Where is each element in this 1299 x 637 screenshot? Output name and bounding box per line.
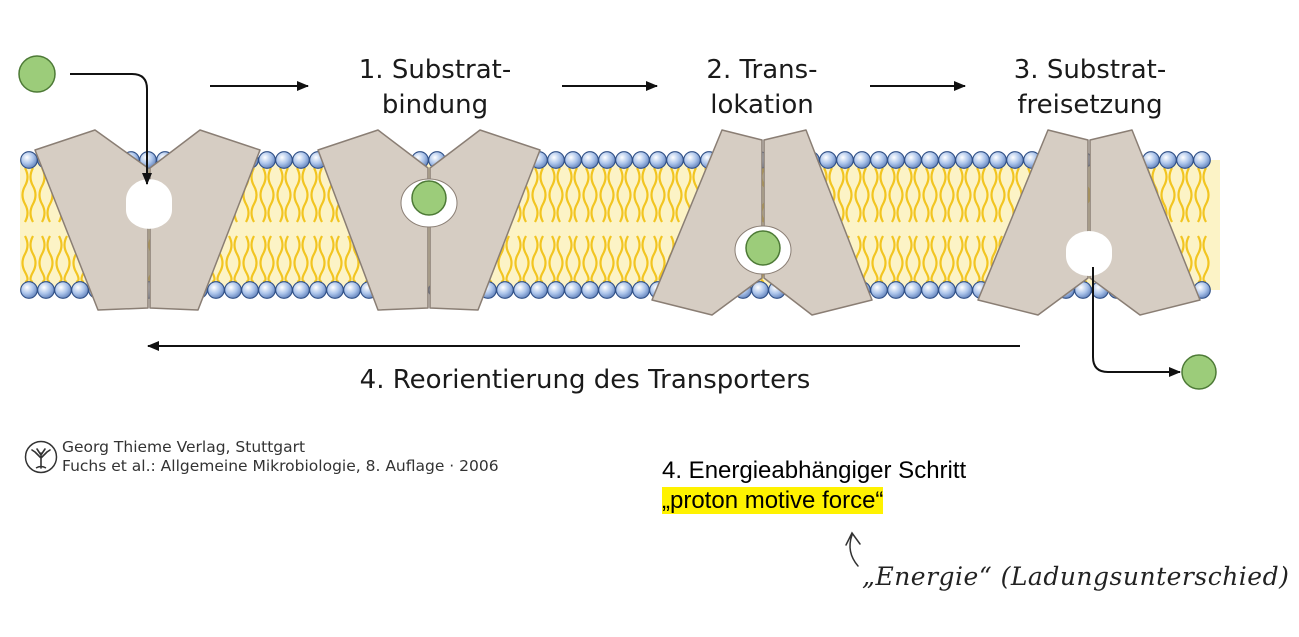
step1-label-line2: bindung (382, 90, 488, 120)
step2-label-line2: lokation (710, 90, 813, 120)
transporter-2-right-half (429, 129, 541, 311)
annotation-note: 4. Energieabhängiger Schritt „proton mot… (662, 456, 966, 516)
substrate-released (1181, 354, 1217, 390)
credit-publisher: Georg Thieme Verlag, Stuttgart (62, 438, 306, 456)
step2-label-line1: 2. Trans- (706, 55, 817, 85)
transporter-1 (34, 129, 261, 311)
handwritten-arrow (845, 531, 861, 567)
step3-label-line1: 3. Substrat- (1014, 55, 1167, 85)
transporter-4-left-half (977, 129, 1089, 316)
note-highlight: „proton motive force“ (662, 487, 884, 514)
credit-citation: Fuchs et al.: Allgemeine Mikrobiologie, … (62, 457, 499, 475)
transporter-1-binding-pocket (126, 179, 172, 229)
transporter-4 (977, 129, 1201, 316)
substrate-bound (411, 180, 447, 216)
transporter-3 (651, 129, 873, 316)
arrow-substrate-entry (70, 73, 152, 185)
substrate-outside (18, 55, 56, 93)
step3-label-line2: freisetzung (1017, 90, 1162, 120)
step4-label: 4. Reorientierung des Transporters (360, 365, 811, 395)
publisher-credit: Georg Thieme Verlag, Stuttgart Fuchs et … (62, 438, 499, 476)
transporter-1-right-half (149, 129, 261, 311)
transporter-3-right-half (763, 129, 873, 316)
transporter-4-binding-pocket (1066, 231, 1112, 276)
transporter-1-left-half (34, 129, 149, 311)
note-heading: 4. Energieabhängiger Schritt (662, 457, 967, 484)
substrate-translocated (745, 230, 781, 266)
transporter-3-left-half (651, 129, 763, 316)
transporter-2 (317, 129, 541, 311)
arrow-substrate-release (1092, 267, 1181, 377)
handwritten-note: „Energie“ (Ladungsunterschied) (862, 562, 1290, 591)
tree-seal-icon (24, 440, 58, 474)
transporter-4-right-half (1089, 129, 1201, 316)
transporter-2-left-half (317, 129, 429, 311)
step1-label-line1: 1. Substrat- (359, 55, 512, 85)
